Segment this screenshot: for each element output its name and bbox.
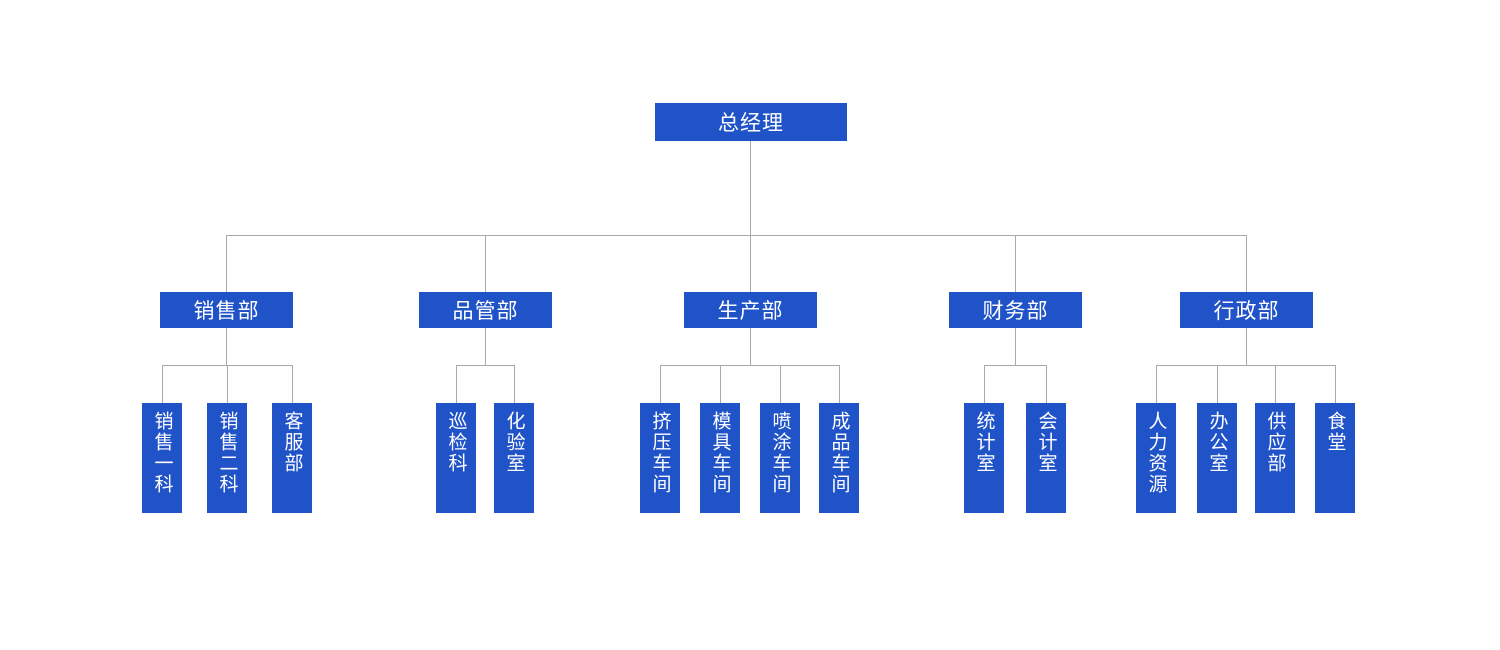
dept-node-label: 品管部 xyxy=(452,300,519,323)
dept-node-admin: 行政部 xyxy=(1180,292,1313,328)
dept-node-finance: 财务部 xyxy=(949,292,1082,328)
dept-node-label: 财务部 xyxy=(982,300,1049,323)
connector-leaf-drop xyxy=(227,365,228,403)
connector-production-stem xyxy=(750,328,751,365)
connector-leaf-drop xyxy=(1217,365,1218,403)
unit-node-customer-service: 客服部 xyxy=(272,403,312,513)
unit-node-laboratory: 化验室 xyxy=(494,403,534,513)
connector-drop-sales xyxy=(226,235,227,292)
connector-drop-admin xyxy=(1246,235,1247,292)
connector-leaf-drop xyxy=(1156,365,1157,403)
unit-node-canteen: 食堂 xyxy=(1315,403,1355,513)
connector-production-bus xyxy=(660,365,839,366)
unit-node-label: 巡检科 xyxy=(445,411,467,474)
unit-node-label: 销售一科 xyxy=(151,411,173,495)
connector-level1-bus xyxy=(226,235,1246,236)
connector-leaf-drop xyxy=(780,365,781,403)
connector-leaf-drop xyxy=(456,365,457,403)
unit-node-label: 供应部 xyxy=(1264,411,1286,474)
connector-admin-stem xyxy=(1246,328,1247,365)
unit-node-label: 人力资源 xyxy=(1145,411,1167,495)
connector-drop-production xyxy=(750,235,751,292)
org-node-general-manager: 总经理 xyxy=(655,103,847,141)
connector-leaf-drop xyxy=(1046,365,1047,403)
unit-node-label: 模具车间 xyxy=(709,411,731,495)
connector-drop-finance xyxy=(1015,235,1016,292)
connector-leaf-drop xyxy=(984,365,985,403)
unit-node-office: 办公室 xyxy=(1197,403,1237,513)
connector-admin-bus xyxy=(1156,365,1335,366)
connector-finance-bus xyxy=(984,365,1046,366)
connector-leaf-drop xyxy=(1275,365,1276,403)
dept-node-label: 行政部 xyxy=(1213,300,1280,323)
unit-node-label: 会计室 xyxy=(1035,411,1057,474)
unit-node-label: 化验室 xyxy=(503,411,525,474)
unit-node-statistics: 统计室 xyxy=(964,403,1004,513)
unit-node-label: 办公室 xyxy=(1206,411,1228,474)
dept-node-quality: 品管部 xyxy=(419,292,552,328)
unit-node-finished-goods-workshop: 成品车间 xyxy=(819,403,859,513)
connector-sales-stem xyxy=(226,328,227,365)
connector-quality-stem xyxy=(485,328,486,365)
unit-node-inspection: 巡检科 xyxy=(436,403,476,513)
connector-quality-bus xyxy=(456,365,514,366)
dept-node-label: 生产部 xyxy=(717,300,784,323)
unit-node-supply: 供应部 xyxy=(1255,403,1295,513)
unit-node-label: 成品车间 xyxy=(828,411,850,495)
org-node-label: 总经理 xyxy=(718,112,784,135)
connector-leaf-drop xyxy=(1335,365,1336,403)
dept-node-label: 销售部 xyxy=(193,300,260,323)
unit-node-label: 客服部 xyxy=(281,411,303,474)
unit-node-label: 统计室 xyxy=(973,411,995,474)
connector-leaf-drop xyxy=(660,365,661,403)
connector-leaf-drop xyxy=(839,365,840,403)
connector-leaf-drop xyxy=(162,365,163,403)
dept-node-production: 生产部 xyxy=(684,292,817,328)
unit-node-extrusion-workshop: 挤压车间 xyxy=(640,403,680,513)
connector-finance-stem xyxy=(1015,328,1016,365)
unit-node-mold-workshop: 模具车间 xyxy=(700,403,740,513)
unit-node-label: 销售二科 xyxy=(216,411,238,495)
connector-drop-quality xyxy=(485,235,486,292)
unit-node-sales-section-1: 销售一科 xyxy=(142,403,182,513)
dept-node-sales: 销售部 xyxy=(160,292,293,328)
unit-node-accounting: 会计室 xyxy=(1026,403,1066,513)
unit-node-label: 食堂 xyxy=(1324,411,1346,453)
unit-node-label: 喷涂车间 xyxy=(769,411,791,495)
unit-node-label: 挤压车间 xyxy=(649,411,671,495)
connector-root-drop xyxy=(750,141,751,235)
connector-leaf-drop xyxy=(514,365,515,403)
unit-node-sales-section-2: 销售二科 xyxy=(207,403,247,513)
connector-leaf-drop xyxy=(292,365,293,403)
connector-leaf-drop xyxy=(720,365,721,403)
unit-node-human-resources: 人力资源 xyxy=(1136,403,1176,513)
unit-node-spray-workshop: 喷涂车间 xyxy=(760,403,800,513)
